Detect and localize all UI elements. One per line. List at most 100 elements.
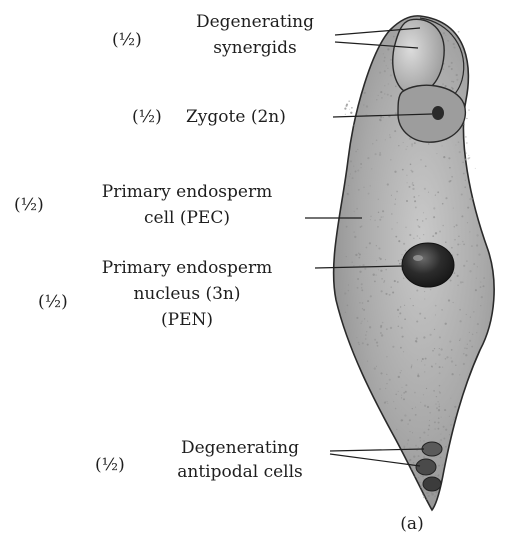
stipple-dot [358, 189, 360, 191]
stipple-dot [461, 193, 463, 195]
stipple-dot [404, 305, 405, 306]
stipple-dot [412, 408, 413, 409]
stipple-dot [450, 424, 452, 426]
stipple-dot [439, 230, 441, 232]
stipple-dot [403, 446, 405, 448]
stipple-dot [404, 447, 405, 448]
stipple-dot [478, 253, 480, 255]
stipple-dot [393, 401, 394, 402]
label-antipodal-2: antipodal cells [150, 462, 330, 482]
stipple-dot [383, 117, 384, 118]
stipple-dot [427, 492, 429, 494]
stipple-dot [353, 166, 354, 167]
stipple-dot [386, 401, 387, 402]
stipple-dot [376, 342, 378, 344]
stipple-dot [422, 494, 423, 495]
stipple-dot [459, 151, 461, 153]
stipple-dot [394, 280, 396, 282]
stipple-dot [413, 238, 414, 239]
stipple-dot [374, 339, 376, 341]
stipple-dot [429, 420, 430, 421]
stipple-dot [442, 83, 444, 85]
stipple-dot [403, 392, 405, 394]
stipple-dot [414, 200, 416, 202]
stipple-dot [383, 282, 384, 283]
stipple-dot [376, 245, 377, 246]
stipple-dot [353, 265, 354, 266]
stipple-dot [449, 416, 450, 417]
stipple-dot [381, 334, 383, 336]
stipple-dot [438, 465, 440, 467]
stipple-dot [457, 244, 459, 246]
stipple-dot [401, 395, 402, 396]
stipple-dot [411, 143, 413, 145]
stipple-dot [468, 155, 469, 156]
stipple-dot [469, 270, 471, 272]
stipple-dot [466, 142, 467, 143]
stipple-dot [380, 332, 382, 334]
stipple-dot [354, 211, 355, 212]
stipple-dot [407, 146, 408, 147]
stipple-dot [424, 317, 426, 319]
stipple-dot [420, 402, 421, 403]
stipple-dot [352, 177, 354, 179]
stipple-dot [361, 226, 362, 227]
stipple-dot [440, 348, 442, 350]
stipple-dot [419, 313, 421, 315]
label-pen-2: nucleus (3n) [62, 284, 312, 304]
stipple-dot [414, 476, 415, 477]
stipple-dot [434, 348, 435, 349]
stipple-dot [348, 290, 349, 291]
stipple-dot [405, 250, 407, 252]
stipple-dot [441, 309, 443, 311]
stipple-dot [433, 390, 435, 392]
stipple-dot [358, 253, 359, 254]
stipple-dot [438, 422, 440, 424]
stipple-dot [390, 159, 391, 160]
stipple-dot [367, 361, 368, 362]
stipple-dot [418, 225, 419, 226]
stipple-dot [358, 342, 360, 344]
stipple-dot [387, 68, 388, 69]
stipple-dot [455, 364, 457, 366]
stipple-dot [445, 197, 447, 199]
stipple-dot [433, 207, 435, 209]
stipple-dot [401, 387, 402, 388]
stipple-dot [471, 245, 473, 247]
stipple-dot [420, 490, 421, 491]
stipple-dot [383, 53, 384, 54]
stipple-dot [456, 74, 458, 76]
stipple-dot [348, 185, 349, 186]
stipple-dot [447, 40, 448, 41]
stipple-dot [361, 167, 362, 168]
stipple-dot [395, 408, 397, 410]
stipple-dot [399, 312, 401, 314]
stipple-dot [445, 358, 447, 360]
stipple-dot [403, 243, 405, 245]
stipple-dot [413, 455, 415, 457]
stipple-dot [462, 241, 464, 243]
stipple-dot [357, 149, 358, 150]
stipple-dot [413, 184, 415, 186]
stipple-dot [411, 366, 412, 367]
mark-synergids: (½) [112, 30, 142, 50]
stipple-dot [380, 326, 382, 328]
stipple-dot [462, 282, 463, 283]
stipple-dot [439, 404, 440, 405]
stipple-dot [370, 185, 371, 186]
stipple-dot [407, 423, 408, 424]
stipple-dot [345, 105, 347, 107]
stipple-dot [405, 227, 407, 229]
stipple-dot [440, 439, 442, 441]
stipple-dot [481, 296, 483, 298]
stipple-dot [385, 388, 386, 389]
stipple-dot [480, 305, 481, 306]
stipple-dot [438, 417, 440, 419]
stipple-dot [389, 134, 390, 135]
stipple-dot [415, 445, 417, 447]
stipple-dot [412, 184, 413, 185]
stipple-dot [475, 168, 476, 169]
stipple-dot [458, 31, 460, 33]
stipple-dot [465, 180, 466, 181]
stipple-dot [454, 417, 455, 418]
